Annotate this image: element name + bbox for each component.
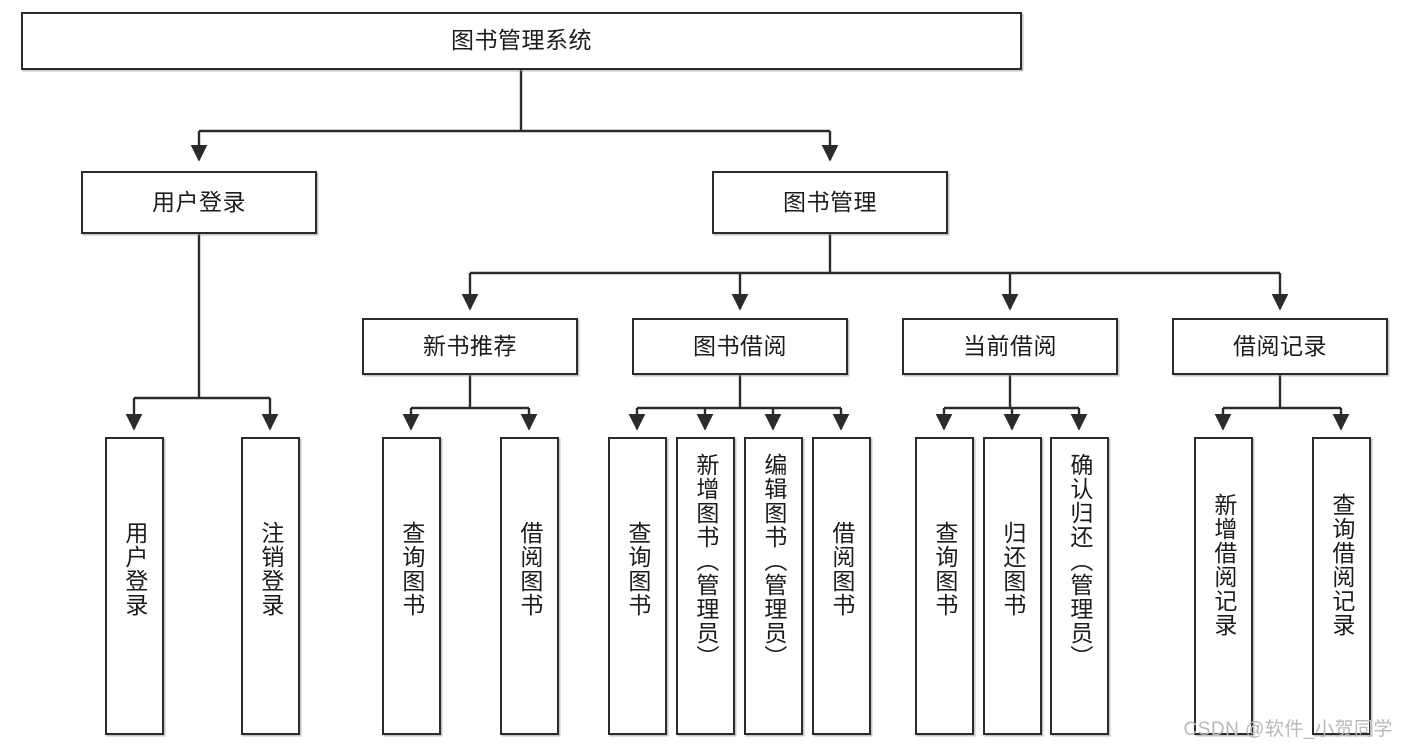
node-root[interactable]: 图书管理系统 (21, 12, 1022, 70)
node-leaf-add-book-label: 新增图书（管理员） (692, 453, 719, 669)
node-leaf-borrow-book-2[interactable]: 借阅图书 (812, 437, 871, 735)
node-user-login[interactable]: 用户登录 (81, 171, 317, 234)
node-leaf-add-book[interactable]: 新增图书（管理员） (676, 437, 735, 735)
node-borrow-record-label: 借阅记录 (1233, 332, 1327, 359)
csdn-watermark: CSDN @软件_小贺同学 (1183, 719, 1393, 740)
node-leaf-confirm-return-label: 确认归还（管理员） (1066, 453, 1093, 669)
node-leaf-query-book-3-label: 查询图书 (931, 521, 958, 617)
node-leaf-user-login-label: 用户登录 (121, 521, 148, 617)
node-user-login-label: 用户登录 (152, 188, 246, 215)
node-leaf-query-book-2[interactable]: 查询图书 (608, 437, 667, 735)
node-leaf-edit-book[interactable]: 编辑图书（管理员） (744, 437, 803, 735)
node-borrow-record[interactable]: 借阅记录 (1172, 318, 1388, 375)
node-leaf-borrow-book-1[interactable]: 借阅图书 (500, 437, 559, 735)
node-book-manage-label: 图书管理 (783, 188, 877, 215)
node-current-borrow-label: 当前借阅 (963, 332, 1057, 359)
node-leaf-return-book[interactable]: 归还图书 (983, 437, 1042, 735)
node-root-label: 图书管理系统 (451, 27, 592, 54)
node-leaf-logout-label: 注销登录 (257, 521, 284, 617)
node-leaf-user-login[interactable]: 用户登录 (105, 437, 164, 735)
node-leaf-logout[interactable]: 注销登录 (241, 437, 300, 735)
node-leaf-confirm-return[interactable]: 确认归还（管理员） (1050, 437, 1109, 735)
node-current-borrow[interactable]: 当前借阅 (902, 318, 1118, 375)
node-leaf-add-record-label: 新增借阅记录 (1210, 493, 1237, 637)
node-leaf-query-record[interactable]: 查询借阅记录 (1312, 437, 1371, 735)
node-new-book-recommend-label: 新书推荐 (423, 332, 517, 359)
node-book-borrow[interactable]: 图书借阅 (632, 318, 848, 375)
node-leaf-query-book-3[interactable]: 查询图书 (915, 437, 974, 735)
node-leaf-query-book-2-label: 查询图书 (624, 521, 651, 617)
node-leaf-query-book-1[interactable]: 查询图书 (382, 437, 441, 735)
node-leaf-add-record[interactable]: 新增借阅记录 (1194, 437, 1253, 735)
node-leaf-borrow-book-2-label: 借阅图书 (828, 521, 855, 617)
node-leaf-query-book-1-label: 查询图书 (398, 521, 425, 617)
node-leaf-return-book-label: 归还图书 (999, 521, 1026, 617)
node-leaf-edit-book-label: 编辑图书（管理员） (760, 453, 787, 669)
node-leaf-borrow-book-1-label: 借阅图书 (516, 521, 543, 617)
node-new-book-recommend[interactable]: 新书推荐 (362, 318, 578, 375)
node-book-manage[interactable]: 图书管理 (712, 171, 948, 234)
node-book-borrow-label: 图书借阅 (693, 332, 787, 359)
node-leaf-query-record-label: 查询借阅记录 (1328, 493, 1355, 637)
